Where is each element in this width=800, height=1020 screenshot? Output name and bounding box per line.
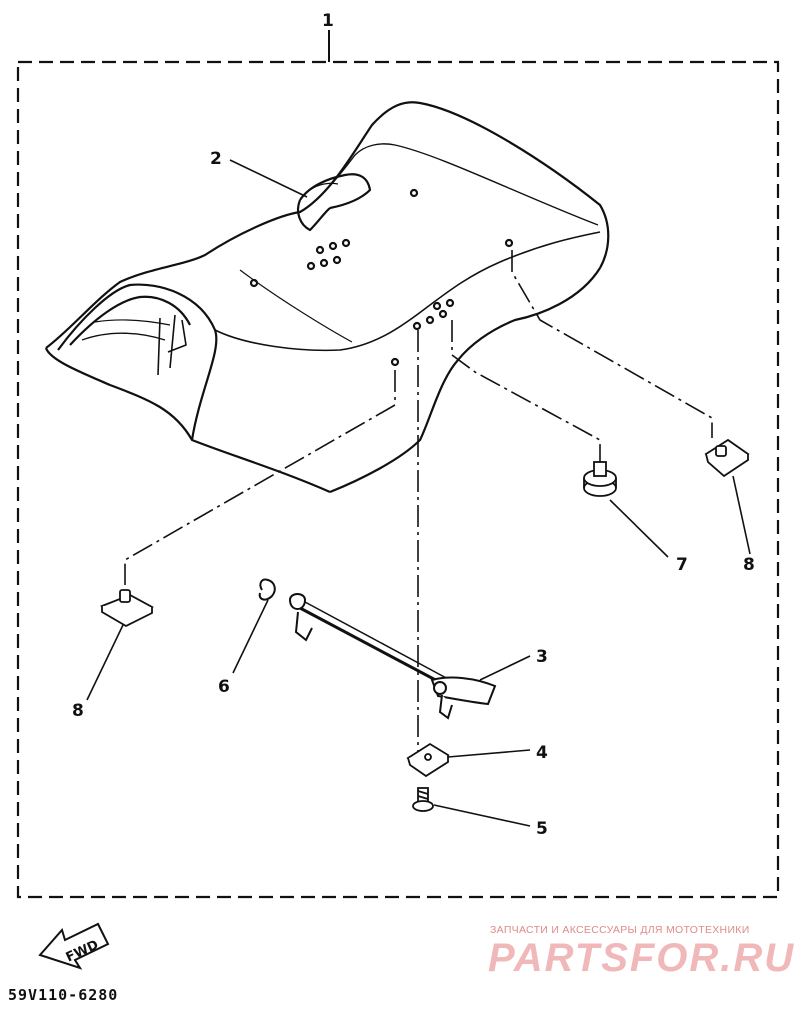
assembly-lines: [124, 250, 713, 770]
part-code: 59V110-6280: [8, 986, 119, 1004]
callout-1: 1: [322, 11, 334, 31]
watermark-brand: PARTSFOR.RU: [488, 936, 796, 980]
seat: [44, 101, 610, 494]
callout-8-right: 8: [743, 555, 755, 575]
part-8-clip-nut-right: [704, 438, 750, 478]
leader-lines: [86, 159, 751, 827]
watermark-subtitle: ЗАПЧАСТИ И АКСЕССУАРЫ ДЛЯ МОТОТЕХНИКИ: [490, 924, 750, 936]
callout-6: 6: [218, 677, 230, 697]
part-6-spring-clip: [258, 578, 276, 601]
callout-4: 4: [536, 743, 548, 763]
part-3-lock-rod: [288, 593, 497, 720]
part-5-bolt: [412, 787, 434, 812]
callout-8-left: 8: [72, 701, 84, 721]
part-7-damper: [583, 461, 617, 497]
callout-5: 5: [536, 819, 548, 839]
part-8-clip-nut-left: [99, 589, 154, 628]
callout-3: 3: [536, 647, 548, 667]
callout-7: 7: [676, 555, 688, 575]
assembly-boundary: [16, 60, 780, 899]
callout-2: 2: [210, 149, 222, 169]
part-4-plate-nut: [406, 742, 450, 778]
fwd-arrow-icon: [38, 922, 110, 970]
